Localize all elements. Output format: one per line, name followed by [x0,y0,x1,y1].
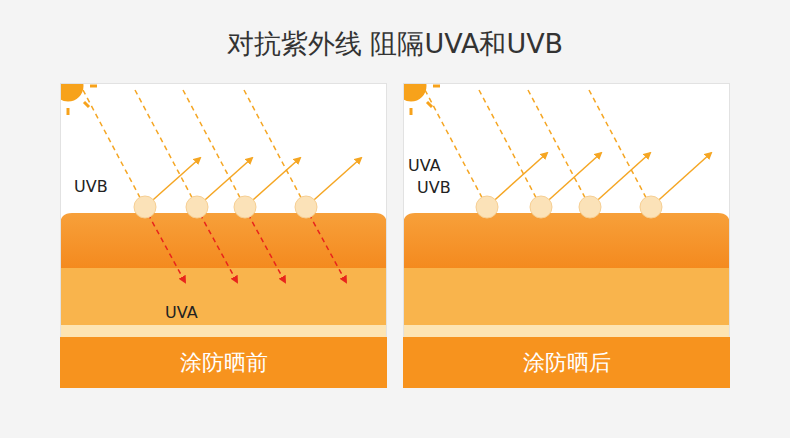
caption-band: 涂防晒后 [403,337,730,388]
uv-label: UVA [165,303,198,322]
caption-band: 涂防晒前 [60,337,387,388]
title: 对抗紫外线 阻隔UVA和UVB [0,26,790,62]
caption-text: 涂防晒后 [523,348,611,378]
uv-label: UVB [417,178,451,197]
uv-label: UVA [408,156,441,175]
caption-text: 涂防晒前 [180,348,268,378]
uv-label: UVB [74,177,108,196]
